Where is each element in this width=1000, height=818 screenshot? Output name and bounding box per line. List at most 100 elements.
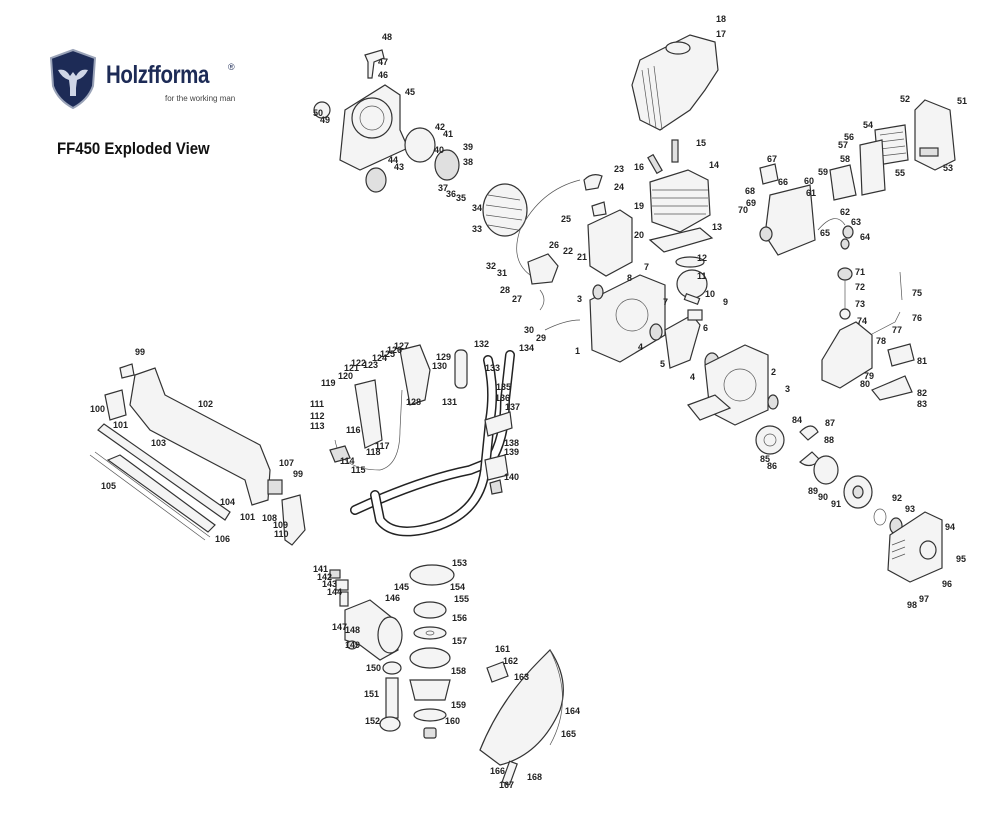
part-callout-82: 82	[917, 388, 927, 398]
ignition-coil	[516, 179, 581, 331]
part-callout-123: 123	[363, 360, 378, 370]
part-callout-157: 157	[452, 636, 467, 646]
part-callout-39: 39	[463, 142, 473, 152]
air-filter-assembly	[759, 99, 956, 256]
part-callout-62: 62	[840, 207, 850, 217]
part-callout-135: 135	[496, 382, 511, 392]
part-callout-8: 8	[627, 273, 632, 283]
part-callout-38: 38	[463, 157, 473, 167]
part-callout-4: 4	[690, 372, 695, 382]
part-callout-101: 101	[113, 420, 128, 430]
page-title: FF450 Exploded View	[57, 139, 210, 158]
part-callout-52: 52	[900, 94, 910, 104]
part-callout-151: 151	[364, 689, 379, 699]
part-callout-104: 104	[220, 497, 235, 507]
flywheel	[482, 183, 528, 237]
part-callout-146: 146	[385, 593, 400, 603]
part-callout-110: 110	[274, 529, 289, 539]
part-callout-45: 45	[405, 87, 415, 97]
part-callout-108: 108	[262, 513, 277, 523]
part-callout-75: 75	[912, 288, 922, 298]
part-callout-7: 7	[663, 297, 668, 307]
part-callout-167: 167	[499, 780, 514, 790]
part-callout-23: 23	[614, 164, 624, 174]
part-callout-44: 44	[388, 155, 398, 165]
part-callout-109: 109	[273, 520, 288, 530]
part-callout-3: 3	[785, 384, 790, 394]
part-callout-69: 69	[746, 198, 756, 208]
crankcase	[589, 274, 666, 363]
part-callout-99: 99	[135, 347, 145, 357]
part-callout-126: 126	[387, 345, 402, 355]
part-callout-53: 53	[943, 163, 953, 173]
part-callout-55: 55	[895, 168, 905, 178]
fuel-tank	[821, 267, 915, 401]
part-callout-29: 29	[536, 333, 546, 343]
part-callout-129: 129	[436, 352, 451, 362]
part-callout-121: 121	[344, 363, 359, 373]
part-callout-138: 138	[504, 438, 519, 448]
part-callout-4: 4	[638, 342, 643, 352]
part-callouts: 1233445677891011121314151617181920212223…	[90, 14, 967, 790]
part-callout-25: 25	[561, 214, 571, 224]
part-callout-71: 71	[855, 267, 865, 277]
part-callout-33: 33	[472, 224, 482, 234]
part-callout-107: 107	[279, 458, 294, 468]
part-callout-114: 114	[340, 456, 355, 466]
part-callout-122: 122	[351, 358, 366, 368]
part-callout-166: 166	[490, 766, 505, 776]
part-callout-21: 21	[577, 252, 587, 262]
part-callout-36: 36	[446, 189, 456, 199]
part-callout-28: 28	[500, 285, 510, 295]
part-callout-74: 74	[857, 316, 867, 326]
part-callout-68: 68	[745, 186, 755, 196]
part-callout-91: 91	[831, 499, 841, 509]
part-callout-31: 31	[497, 268, 507, 278]
part-callout-148: 148	[345, 625, 360, 635]
part-callout-22: 22	[563, 246, 573, 256]
part-callout-5: 5	[660, 359, 665, 369]
part-callout-128: 128	[406, 397, 421, 407]
part-callout-78: 78	[876, 336, 886, 346]
part-callout-66: 66	[778, 177, 788, 187]
part-callout-34: 34	[472, 203, 482, 213]
part-callout-125: 125	[380, 349, 395, 359]
part-callout-141: 141	[313, 564, 328, 574]
cylinder	[647, 139, 714, 305]
part-callout-113: 113	[310, 421, 325, 431]
registered-mark: ®	[228, 62, 235, 72]
blade-guard	[479, 649, 564, 786]
part-callout-158: 158	[451, 666, 466, 676]
part-callout-142: 142	[317, 572, 332, 582]
part-callout-16: 16	[634, 162, 644, 172]
part-callout-97: 97	[919, 594, 929, 604]
part-callout-156: 156	[452, 613, 467, 623]
part-callout-30: 30	[524, 325, 534, 335]
starter-pulley	[404, 127, 460, 181]
part-callout-77: 77	[892, 325, 902, 335]
part-callout-20: 20	[634, 230, 644, 240]
part-callout-100: 100	[90, 404, 105, 414]
part-callout-1: 1	[575, 346, 580, 356]
crankcase-half	[687, 344, 779, 426]
part-callout-18: 18	[716, 14, 726, 24]
part-callout-137: 137	[505, 402, 520, 412]
part-callout-3: 3	[577, 294, 582, 304]
part-callout-90: 90	[818, 492, 828, 502]
part-callout-88: 88	[824, 435, 834, 445]
part-callout-15: 15	[696, 138, 706, 148]
part-callout-54: 54	[863, 120, 873, 130]
part-callout-65: 65	[820, 228, 830, 238]
part-callout-153: 153	[452, 558, 467, 568]
part-callout-56: 56	[844, 132, 854, 142]
part-callout-89: 89	[808, 486, 818, 496]
part-callout-92: 92	[892, 493, 902, 503]
part-callout-73: 73	[855, 299, 865, 309]
part-callout-160: 160	[445, 716, 460, 726]
clutch-housing	[887, 511, 943, 583]
part-callout-115: 115	[351, 465, 366, 475]
part-callout-130: 130	[432, 361, 447, 371]
part-callout-43: 43	[394, 162, 404, 172]
part-callout-134: 134	[519, 343, 534, 353]
part-callout-95: 95	[956, 554, 966, 564]
